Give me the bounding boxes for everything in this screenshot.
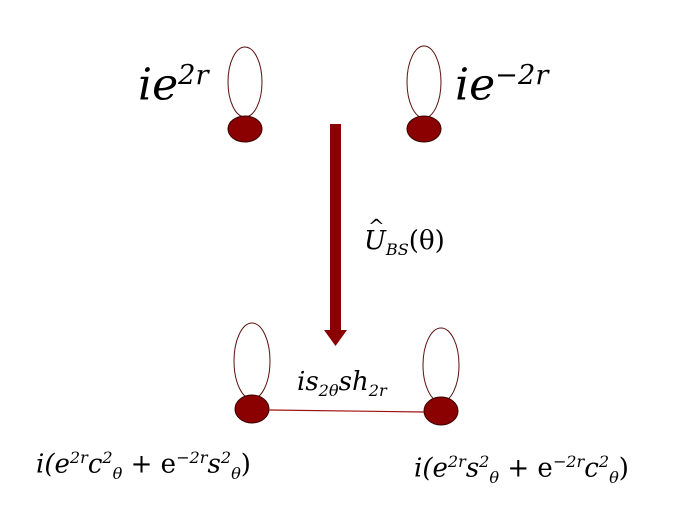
expr-term2-sub: θ [609,467,619,487]
expr-term2-sup: 2 [220,448,232,467]
expr-term1-sub: θ [489,467,500,487]
bottom-left-mode [233,322,271,424]
top-left-mode-label: ie2r [138,62,209,108]
top-right-mode [406,45,442,143]
expr-term1-sub: θ [112,463,123,483]
label-base: ie [138,59,179,111]
expr-term1: c [87,449,103,480]
expr-term1-sup: 2 [102,448,113,467]
top-right-node [406,115,442,143]
expr-plus: + e [122,449,177,480]
coupling-mid: sh [338,367,369,397]
operator-symbol: U [364,216,386,254]
label-base: ie [455,59,496,111]
expr-term2: s [207,449,221,480]
coupling-sub2: 2r [368,381,387,401]
top-left-node [227,115,263,143]
top-left-self-loop [227,46,263,118]
expr-plus: + e [499,453,553,484]
expr-exp2: −2r [552,452,585,471]
operator-argument: (θ) [408,226,445,256]
expr-open: i(e [36,449,70,480]
expr-term2-sup: 2 [598,452,610,471]
bottom-right-node [423,396,459,426]
top-left-mode [227,46,263,143]
operator-subscript: BS [385,240,409,260]
top-right-mode-label: ie−2r [455,62,548,108]
expr-exp1: 2r [447,452,466,471]
label-exponent: −2r [495,60,549,91]
coupling-sub1: 2θ [318,381,339,401]
coupling-label: is2θsh2r [297,369,387,399]
expr-close: ) [618,453,629,484]
beam-splitter-operator-label: UBS(θ) [364,216,445,260]
top-right-self-loop [406,45,442,119]
expr-open: i(e [414,453,448,484]
expr-close: ) [240,449,251,480]
expr-term2: c [584,453,599,484]
bottom-right-mode [422,327,460,426]
bottom-left-node [234,394,270,424]
bottom-right-mode-label: i(e2rs2θ + e−2rc2θ) [414,452,629,487]
bottom-left-self-loop [233,322,271,400]
bottom-right-self-loop [422,327,460,403]
expr-term1-sup: 2 [479,452,490,471]
expr-term2-sub: θ [231,463,241,483]
expr-exp1: 2r [69,448,88,467]
expr-exp2: −2r [176,448,208,467]
bottom-left-mode-label: i(e2rc2θ + e−2rs2θ) [36,448,251,483]
expr-term1: s [465,453,480,484]
coupling-prefix: is [297,367,319,397]
coupling-edge [268,409,425,413]
label-exponent: 2r [178,60,209,91]
transformation-arrow [324,124,347,346]
